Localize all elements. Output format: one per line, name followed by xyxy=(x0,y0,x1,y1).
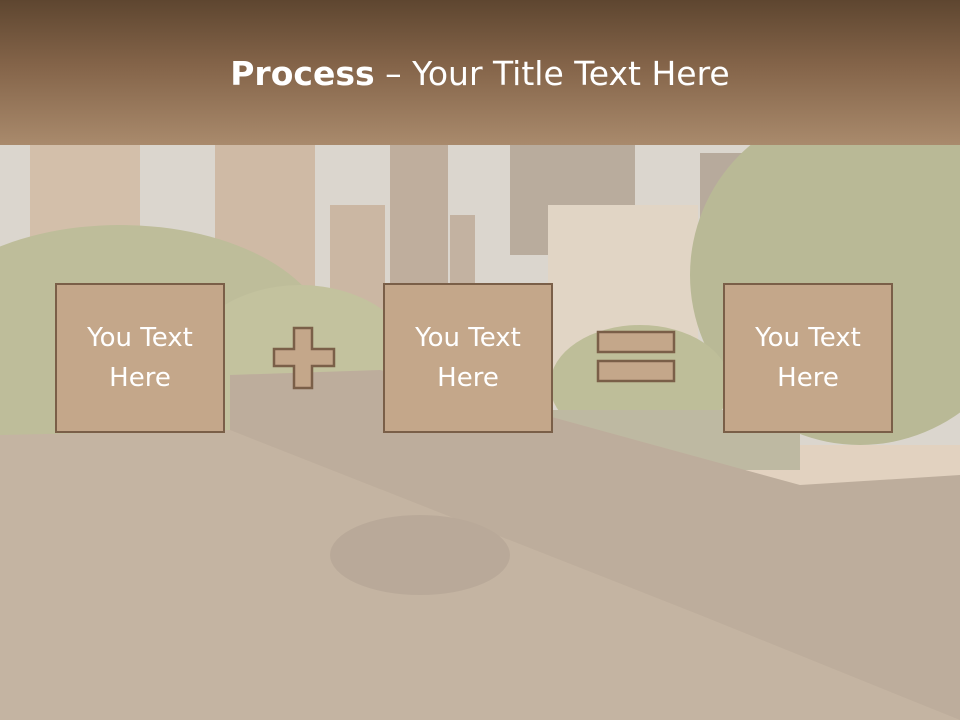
title-band: Process – Your Title Text Here xyxy=(0,0,960,145)
title-rest: – Your Title Text Here xyxy=(374,54,730,93)
equation-box-1: You Text Here xyxy=(55,283,225,433)
title-bold: Process xyxy=(230,54,375,93)
equation-box-2-text: You Text Here xyxy=(415,323,521,393)
equation-box-3: You Text Here xyxy=(723,283,893,433)
equals-icon xyxy=(596,330,676,383)
equation-box-3-text: You Text Here xyxy=(755,323,861,393)
plus-icon xyxy=(272,326,336,390)
equation-box-2: You Text Here xyxy=(383,283,553,433)
slide-title: Process – Your Title Text Here xyxy=(0,52,960,96)
equation-box-1-text: You Text Here xyxy=(87,323,193,393)
